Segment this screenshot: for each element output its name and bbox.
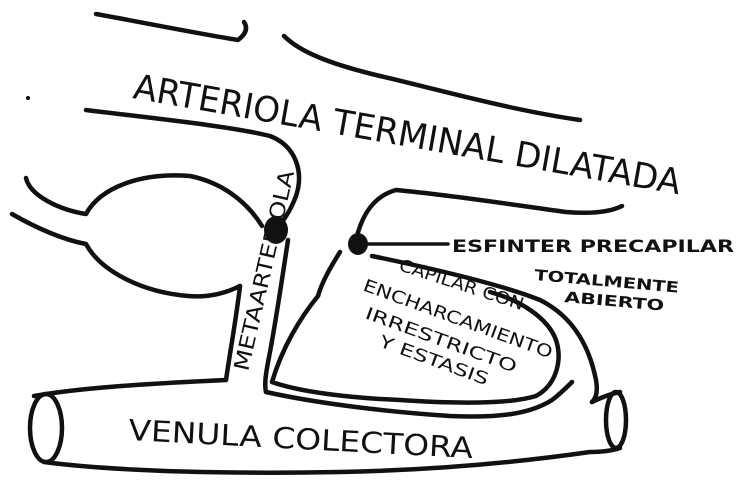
right-branch-upper (356, 190, 622, 240)
label-esfinter-precapilar: ESFINTER PRECAPILAR (452, 237, 734, 257)
right-precapillary-sphincter (348, 233, 368, 255)
venule-right-end (606, 392, 626, 448)
label-venula-colectora: VENULA COLECTORA (128, 413, 474, 465)
stray-dot (26, 96, 30, 100)
left-bulge-lower (12, 214, 240, 296)
left-bulge-upper (26, 175, 262, 226)
venule-upper-wall (34, 380, 226, 396)
arteriole-upper-wall-left (96, 14, 246, 40)
right-branch-lower (318, 252, 340, 296)
venule-left-end (30, 394, 62, 462)
